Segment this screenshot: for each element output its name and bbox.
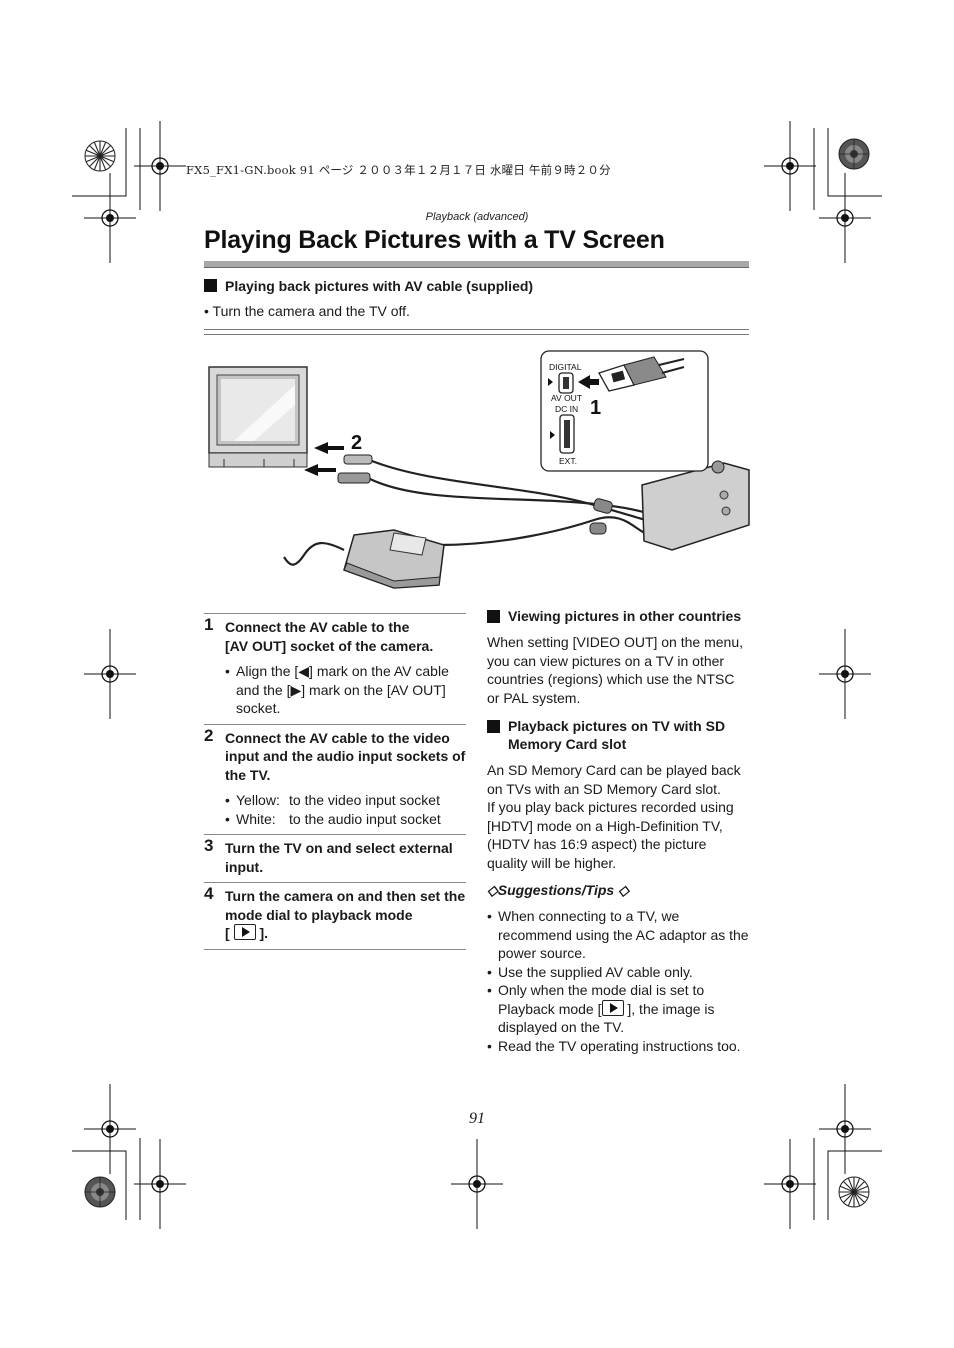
step-number: 4 (204, 884, 214, 903)
step-title: Turn the camera on and then set the mode… (225, 888, 466, 941)
connection-illustration: 2 DIGITAL AV OUT DC IN EXT. 1 (208, 350, 750, 589)
port-digital-label: DIGITAL (549, 362, 582, 372)
title-rule (204, 261, 749, 268)
divider (204, 329, 749, 330)
arrow-icon (304, 442, 344, 476)
right-arrow-icon: ▶ (290, 681, 302, 698)
section-heading: Playback pictures on TV with SD Memory C… (487, 717, 749, 753)
section-label: Playback (advanced) (425, 211, 529, 223)
steps-list: 1 Connect the AV cable to the[AV OUT] so… (204, 613, 466, 950)
list-item: Use the supplied AV cable only. (487, 963, 749, 982)
step-4: 4 Turn the camera on and then set the mo… (204, 882, 466, 950)
square-bullet-icon (487, 720, 500, 733)
step-title: Connect the AV cable to the video input … (225, 729, 466, 783)
intro-bullet: • Turn the camera and the TV off. (204, 303, 410, 319)
list-item: Only when the mode dial is set to Playba… (487, 981, 749, 1037)
square-bullet-icon (487, 610, 500, 623)
step-3: 3 Turn the TV on and select external inp… (204, 834, 466, 882)
paragraph: If you play back pictures recorded using… (487, 799, 734, 871)
list-item: When connecting to a TV, we recommend us… (487, 907, 749, 963)
page-number: 91 (469, 1110, 485, 1127)
step-title: Connect the AV cable to the[AV OUT] sock… (225, 619, 434, 654)
paragraph: An SD Memory Card can be played back on … (487, 762, 741, 797)
print-header: FX5_FX1-GN.book 91 ページ ２００３年１２月１７日 水曜日 午… (186, 163, 611, 177)
tv-icon (208, 366, 308, 468)
list-item: Yellow:to the video input socket (225, 791, 466, 810)
playback-mode-icon (601, 999, 624, 1016)
arrow-icon (578, 375, 599, 389)
list-item: White:to the audio input socket (225, 810, 466, 829)
step-1: 1 Connect the AV cable to the[AV OUT] so… (204, 613, 466, 724)
step-number: 2 (204, 725, 214, 745)
divider (204, 334, 749, 335)
step-number: 3 (204, 836, 214, 855)
step-number: 1 (204, 615, 214, 634)
tips-heading: ◇Suggestions/Tips ◇ (487, 882, 629, 898)
step-2: 2 Connect the AV cable to the video inpu… (204, 723, 466, 835)
port-av-out-label: AV OUT (551, 393, 582, 403)
step-title: Turn the TV on and select external input… (225, 840, 453, 875)
right-column: Viewing pictures in other countries When… (487, 607, 749, 1055)
left-arrow-icon: ◀ (298, 663, 310, 679)
paragraph: When setting [VIDEO OUT] on the menu, yo… (487, 634, 743, 706)
port-dc-in-label: DC IN (555, 404, 578, 414)
rca-plug-icon (337, 454, 373, 484)
tips-list: When connecting to a TV, we recommend us… (487, 907, 749, 1055)
callout-1: 1 (590, 397, 601, 419)
list-item: Align the [◀] mark on the AV cable and t… (225, 662, 466, 718)
intro-heading: Playing back pictures with AV cable (sup… (204, 278, 533, 294)
section-heading: Viewing pictures in other countries (487, 607, 749, 625)
ac-adaptor-icon (343, 529, 445, 589)
square-bullet-icon (204, 279, 217, 292)
av-plug-icon (598, 356, 685, 392)
callout-2: 2 (351, 432, 362, 454)
list-item: Read the TV operating instructions too. (487, 1037, 749, 1056)
port-ext-label: EXT. (559, 456, 577, 466)
page-title: Playing Back Pictures with a TV Screen (204, 226, 665, 254)
playback-mode-icon (233, 924, 256, 940)
